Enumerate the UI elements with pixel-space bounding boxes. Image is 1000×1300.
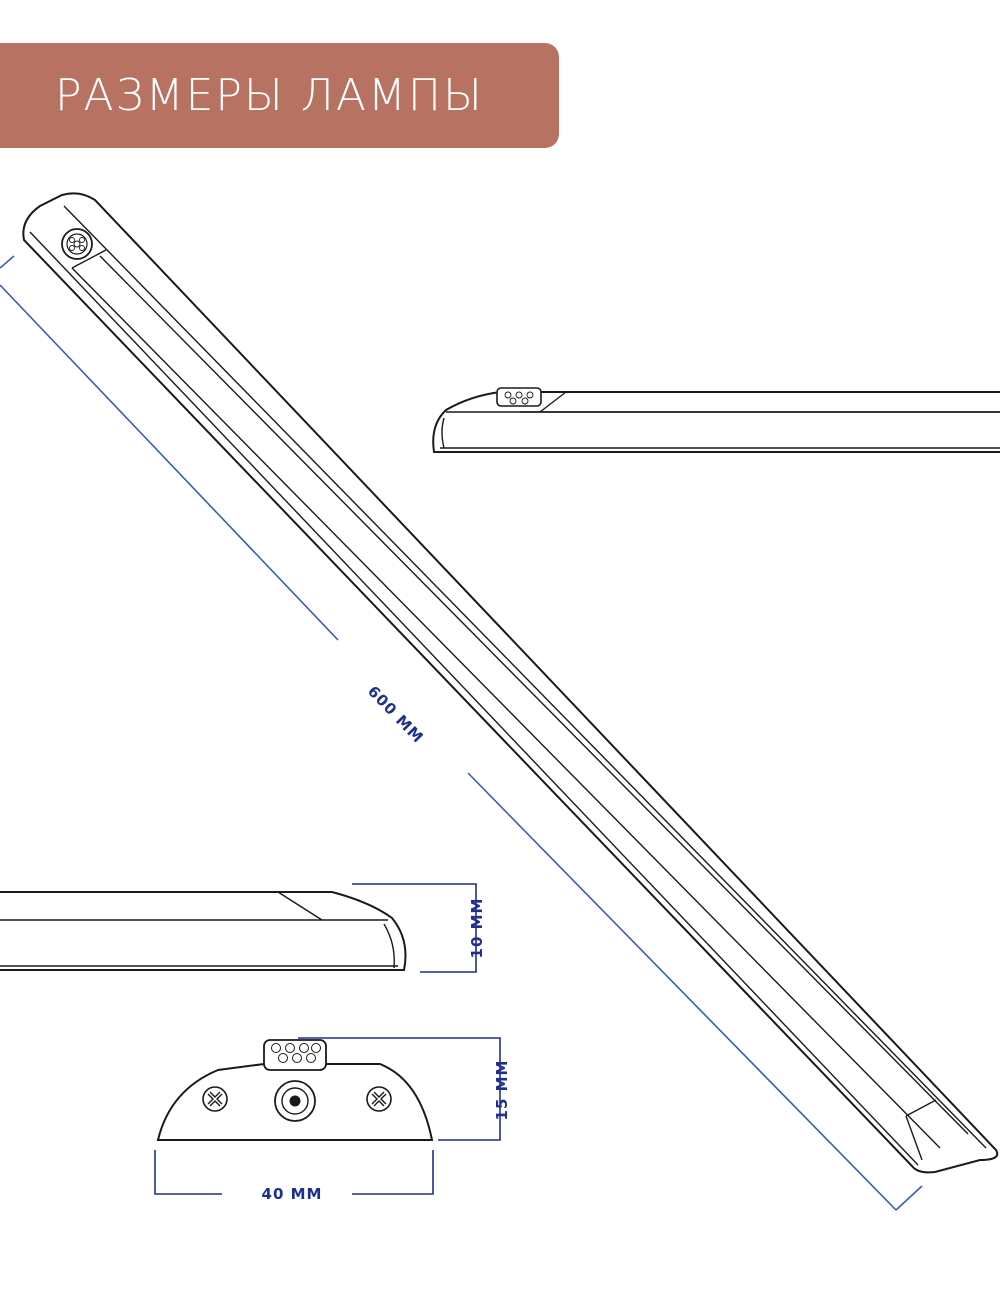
title-banner: РАЗМЕРЫ ЛАМПЫ	[0, 43, 559, 148]
length-label: 600 ММ	[364, 682, 427, 747]
motion-sensor-icon	[61, 228, 93, 260]
height-side-label: 10 ММ	[468, 898, 486, 959]
height-end-dimension: 15 ММ	[298, 1037, 511, 1141]
lamp-side-view-bottom	[0, 891, 407, 971]
width-end-dimension: 40 ММ	[154, 1150, 434, 1203]
height-end-label: 15 ММ	[493, 1060, 511, 1121]
screw-icon	[202, 1086, 228, 1112]
screw-icon	[366, 1086, 392, 1112]
motion-sensor-icon	[496, 387, 542, 407]
width-end-label: 40 ММ	[262, 1185, 323, 1203]
lamp-diagonal-view	[22, 192, 999, 1174]
lamp-end-view	[156, 1039, 434, 1141]
page-title: РАЗМЕРЫ ЛАМПЫ	[55, 70, 484, 121]
lamp-side-view-top	[432, 387, 1000, 453]
motion-sensor-icon	[271, 1043, 321, 1063]
height-side-dimension: 10 ММ	[352, 883, 486, 973]
usb-port-icon	[274, 1080, 316, 1122]
